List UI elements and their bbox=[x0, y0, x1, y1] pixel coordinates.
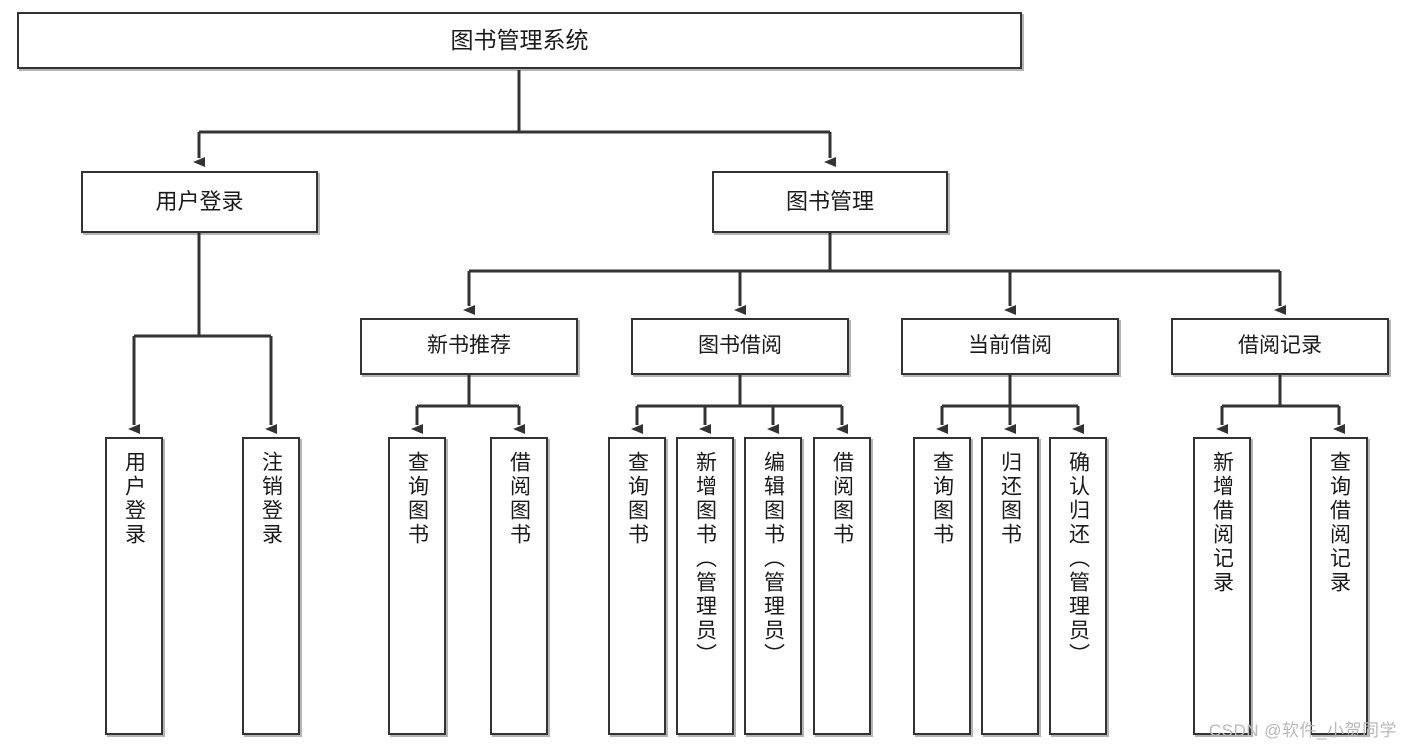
leaf-current-borrow-confirm-return[interactable]: 确认归还（管理员） bbox=[1049, 437, 1107, 735]
node-label: 借阅图书 bbox=[830, 451, 854, 547]
leaf-borrow-record-add[interactable]: 新增借阅记录 bbox=[1193, 437, 1251, 735]
node-label: 注销登录 bbox=[259, 451, 283, 547]
node-label: 用户登录 bbox=[122, 451, 146, 547]
node-root-system[interactable]: 图书管理系统 bbox=[17, 12, 1022, 69]
node-user-login[interactable]: 用户登录 bbox=[81, 171, 318, 233]
leaf-user-login-login[interactable]: 用户登录 bbox=[105, 437, 163, 735]
node-label: 新书推荐 bbox=[427, 334, 511, 358]
node-label: 查询图书 bbox=[930, 451, 954, 547]
leaf-book-borrow-borrow[interactable]: 借阅图书 bbox=[813, 437, 871, 735]
watermark-text: CSDN @软件_小贺同学 bbox=[1208, 721, 1397, 740]
node-label: 查询图书 bbox=[625, 451, 649, 547]
node-borrow-record[interactable]: 借阅记录 bbox=[1171, 318, 1389, 375]
node-label: 用户登录 bbox=[155, 189, 244, 215]
node-label: 图书借阅 bbox=[698, 334, 782, 358]
node-label: 查询图书 bbox=[405, 451, 429, 547]
node-label: 查询借阅记录 bbox=[1327, 451, 1351, 595]
node-label: 确认归还（管理员） bbox=[1066, 451, 1090, 667]
leaf-new-book-query[interactable]: 查询图书 bbox=[388, 437, 446, 735]
leaf-current-borrow-return[interactable]: 归还图书 bbox=[981, 437, 1039, 735]
node-label: 图书管理系统 bbox=[450, 27, 589, 54]
node-label: 编辑图书（管理员） bbox=[761, 451, 785, 667]
node-label: 新增图书（管理员） bbox=[693, 451, 717, 667]
leaf-book-borrow-edit[interactable]: 编辑图书（管理员） bbox=[744, 437, 802, 735]
leaf-new-book-borrow[interactable]: 借阅图书 bbox=[490, 437, 548, 735]
node-label: 图书管理 bbox=[785, 189, 874, 215]
node-label: 新增借阅记录 bbox=[1210, 451, 1234, 595]
node-label: 归还图书 bbox=[998, 451, 1022, 547]
leaf-borrow-record-query[interactable]: 查询借阅记录 bbox=[1310, 437, 1368, 735]
leaf-book-borrow-query[interactable]: 查询图书 bbox=[608, 437, 666, 735]
leaf-user-login-logout[interactable]: 注销登录 bbox=[242, 437, 300, 735]
node-label: 借阅记录 bbox=[1238, 334, 1322, 358]
node-label: 当前借阅 bbox=[968, 334, 1052, 358]
node-new-book-recommend[interactable]: 新书推荐 bbox=[360, 318, 578, 375]
node-current-borrow[interactable]: 当前借阅 bbox=[901, 318, 1119, 375]
leaf-book-borrow-add[interactable]: 新增图书（管理员） bbox=[676, 437, 734, 735]
node-book-management[interactable]: 图书管理 bbox=[712, 171, 948, 233]
node-label: 借阅图书 bbox=[507, 451, 531, 547]
leaf-current-borrow-query[interactable]: 查询图书 bbox=[913, 437, 971, 735]
node-book-borrow[interactable]: 图书借阅 bbox=[631, 318, 849, 375]
